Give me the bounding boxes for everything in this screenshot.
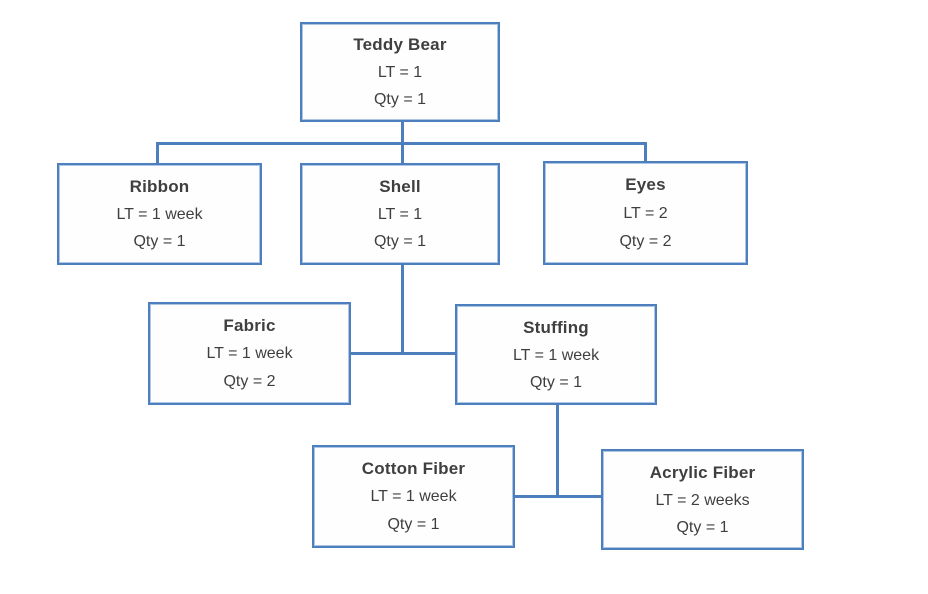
node-fabric: Fabric LT = 1 week Qty = 2 — [148, 302, 351, 405]
node-title: Cotton Fiber — [361, 458, 466, 478]
node-quantity: Qty = 2 — [619, 233, 672, 250]
node-lead-time: LT = 1 — [377, 63, 423, 81]
node-teddy-bear: Teddy Bear LT = 1 Qty = 1 — [300, 22, 500, 122]
node-cotton-fiber: Cotton Fiber LT = 1 week Qty = 1 — [312, 445, 515, 548]
node-quantity: Qty = 1 — [133, 233, 186, 251]
node-ribbon: Ribbon LT = 1 week Qty = 1 — [57, 163, 262, 265]
node-acrylic-fiber: Acrylic Fiber LT = 2 weeks Qty = 1 — [601, 449, 804, 550]
node-title: Acrylic Fiber — [649, 462, 756, 482]
connector-fabric-stuffing — [351, 352, 455, 355]
node-stuffing: Stuffing LT = 1 week Qty = 1 — [455, 304, 657, 405]
node-title: Shell — [379, 176, 421, 196]
node-shell: Shell LT = 1 Qty = 1 — [300, 163, 500, 265]
node-quantity: Qty = 1 — [373, 233, 427, 251]
node-quantity: Qty = 1 — [529, 373, 583, 391]
node-lead-time: LT = 1 week — [512, 346, 600, 364]
node-quantity: Qty = 1 — [676, 518, 729, 536]
node-title: Eyes — [625, 175, 666, 194]
node-title: Teddy Bear — [353, 35, 447, 55]
node-lead-time: LT = 2 — [623, 205, 668, 222]
connector-level2-rail — [156, 142, 647, 145]
node-lead-time: LT = 1 — [377, 205, 423, 223]
node-title: Fabric — [223, 315, 276, 335]
node-title: Stuffing — [523, 317, 589, 337]
node-quantity: Qty = 1 — [373, 90, 427, 108]
node-lead-time: LT = 1 week — [116, 205, 203, 223]
connector-cotton-acrylic — [515, 495, 601, 498]
node-quantity: Qty = 2 — [223, 373, 276, 391]
connector-stuffing-down — [556, 405, 559, 498]
connector-shell-down — [401, 265, 404, 355]
node-lead-time: LT = 1 week — [206, 345, 293, 363]
node-lead-time: LT = 2 weeks — [655, 491, 750, 509]
node-title: Ribbon — [129, 176, 190, 196]
connector-rail-to-ribbon — [156, 142, 159, 165]
connector-rail-to-eyes — [644, 142, 647, 163]
node-eyes: Eyes LT = 2 Qty = 2 — [543, 161, 748, 265]
node-quantity: Qty = 1 — [387, 516, 440, 534]
node-lead-time: LT = 1 week — [370, 488, 457, 506]
